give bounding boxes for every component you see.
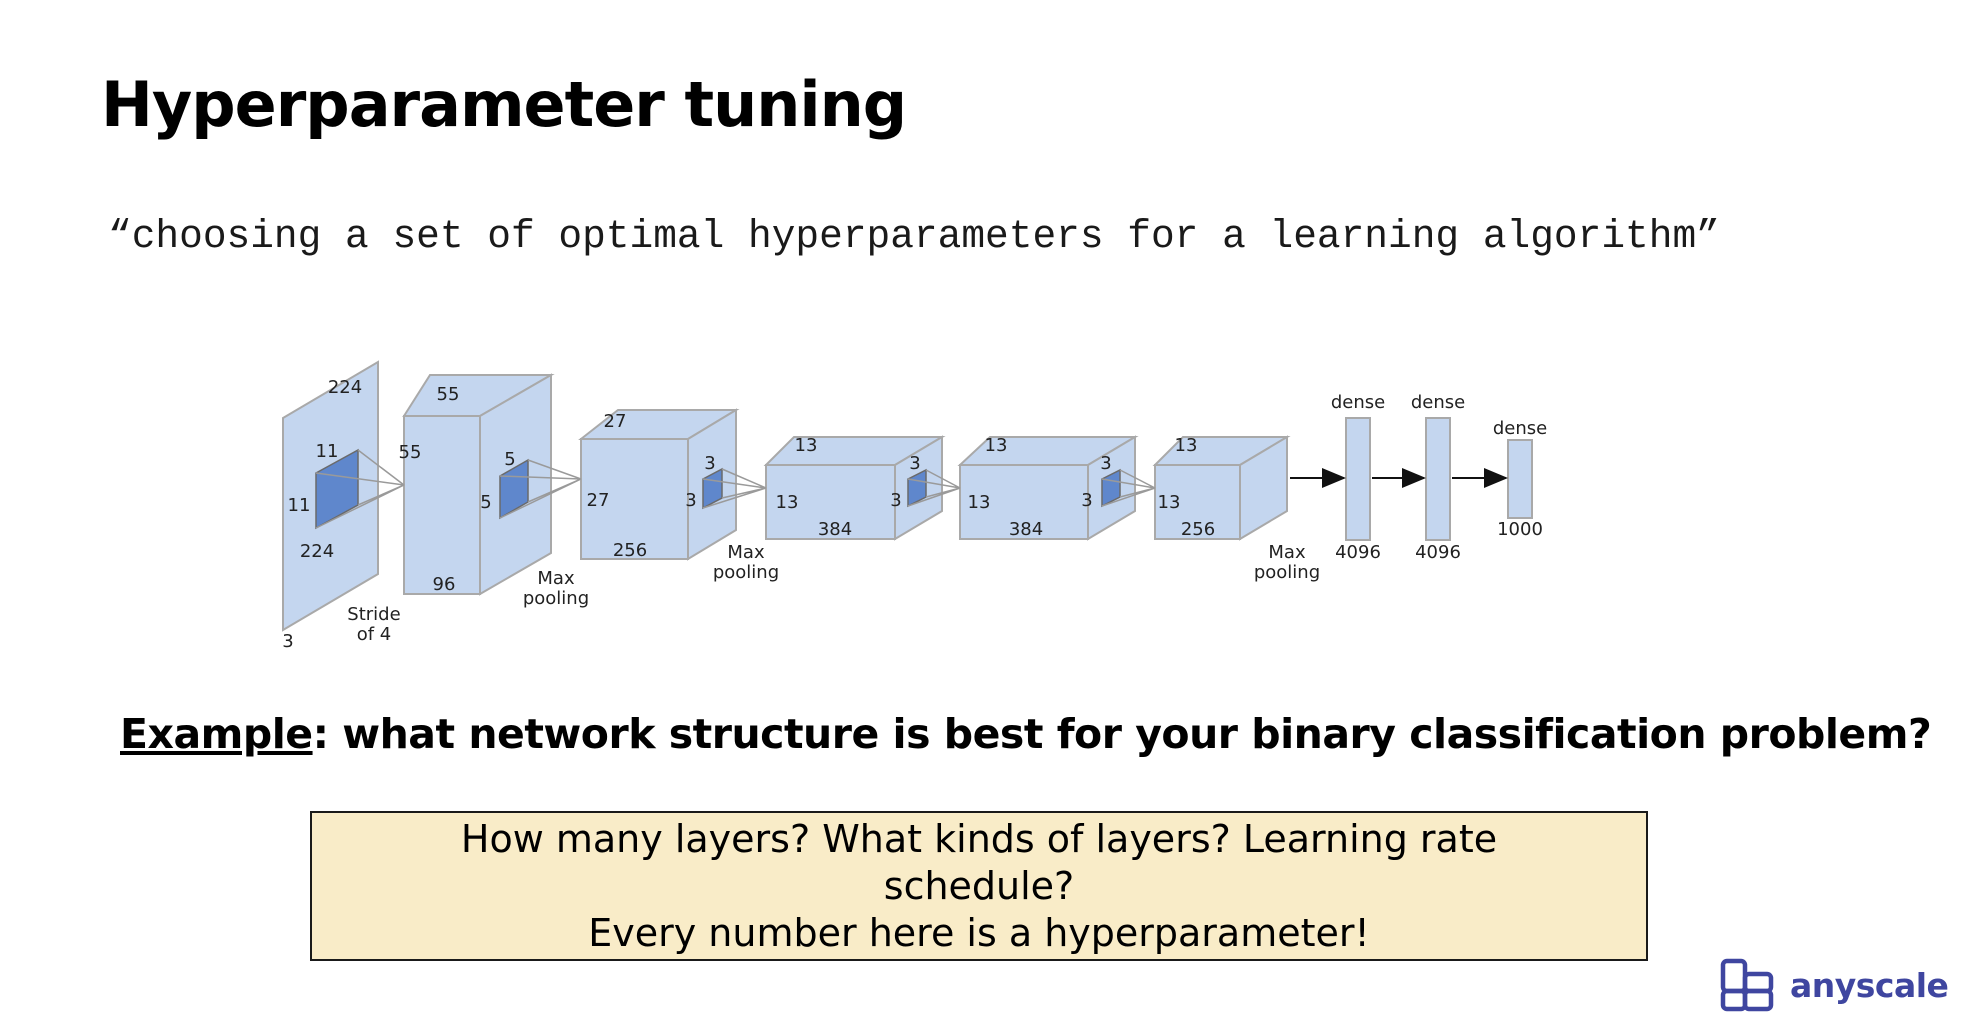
conv4-top-label: 13 [985, 435, 1008, 456]
kernel5-h-label: 3 [1100, 453, 1111, 474]
conv5-side [1239, 435, 1288, 541]
kernel1-w-label: 11 [288, 495, 311, 516]
conv5-side-label: 13 [1158, 492, 1181, 513]
dense1-size-label: 4096 [1335, 542, 1381, 563]
kernel1-h-label: 11 [316, 441, 339, 462]
kernel4-w-label: 3 [890, 490, 901, 511]
pool3-label: Max [1268, 542, 1306, 563]
input-height-label: 224 [300, 541, 334, 562]
conv1-depth-label: 96 [433, 574, 456, 595]
anyscale-wordmark: anyscale [1790, 965, 1949, 1005]
dense1-bar [1345, 417, 1371, 541]
input-top-label: 224 [328, 377, 362, 398]
example-label: Example [120, 710, 313, 758]
hyperparameter-callout: How many layers? What kinds of layers? L… [310, 811, 1648, 961]
callout-line-3: Every number here is a hyperparameter! [588, 910, 1370, 955]
callout-line-1: How many layers? What kinds of layers? L… [460, 816, 1498, 861]
example-text: : what network structure is best for you… [312, 710, 1932, 758]
conv5-top-label: 13 [1175, 435, 1198, 456]
dense2-label: dense [1411, 392, 1465, 413]
kernel2-w-label: 5 [480, 492, 491, 513]
pool2-label-2: pooling [713, 562, 779, 583]
kernel4-h-label: 3 [909, 453, 920, 474]
callout-line-2: schedule? [883, 863, 1075, 908]
pool2-label: Max [727, 542, 765, 563]
anyscale-logo: anyscale [1720, 958, 1949, 1012]
pool1-label-2: pooling [523, 588, 589, 609]
dense3-size-label: 1000 [1497, 519, 1543, 540]
conv4-depth-label: 384 [1009, 519, 1043, 540]
example-question: Example: what network structure is best … [120, 710, 1932, 758]
input-depth-label: 3 [282, 631, 293, 652]
conv4-side-label: 13 [968, 492, 991, 513]
kernel2-h-label: 5 [504, 449, 515, 470]
conv2-depth-label: 256 [613, 540, 647, 561]
kernel3-h-label: 3 [704, 453, 715, 474]
conv1-top-label: 55 [437, 384, 460, 405]
conv2-top-label: 27 [604, 411, 627, 432]
dense2-bar [1425, 417, 1451, 541]
kernel3-w-label: 3 [685, 490, 696, 511]
dense3-bar [1507, 439, 1533, 519]
pool3-label-2: pooling [1254, 562, 1320, 583]
conv3-depth-label: 384 [818, 519, 852, 540]
conv5-depth-label: 256 [1181, 519, 1215, 540]
dense3-label: dense [1493, 418, 1547, 439]
conv3-side-label: 13 [776, 492, 799, 513]
dense1-label: dense [1331, 392, 1385, 413]
definition-quote: “choosing a set of optimal hyperparamete… [108, 214, 1720, 259]
alexnet-diagram: 224 11 11 224 3 Stride of 4 55 55 5 5 96… [282, 360, 1547, 652]
kernel5-w-label: 3 [1081, 490, 1092, 511]
dense2-size-label: 4096 [1415, 542, 1461, 563]
conv1-side-label: 55 [399, 442, 422, 463]
conv3-top-label: 13 [795, 435, 818, 456]
pool1-label: Max [537, 568, 575, 589]
slide-title: Hyperparameter tuning [101, 68, 907, 141]
anyscale-logo-icon [1720, 958, 1774, 1012]
stride-label: Stride [347, 604, 400, 625]
stride-label-2: of 4 [357, 624, 392, 645]
conv2-side-label: 27 [587, 490, 610, 511]
